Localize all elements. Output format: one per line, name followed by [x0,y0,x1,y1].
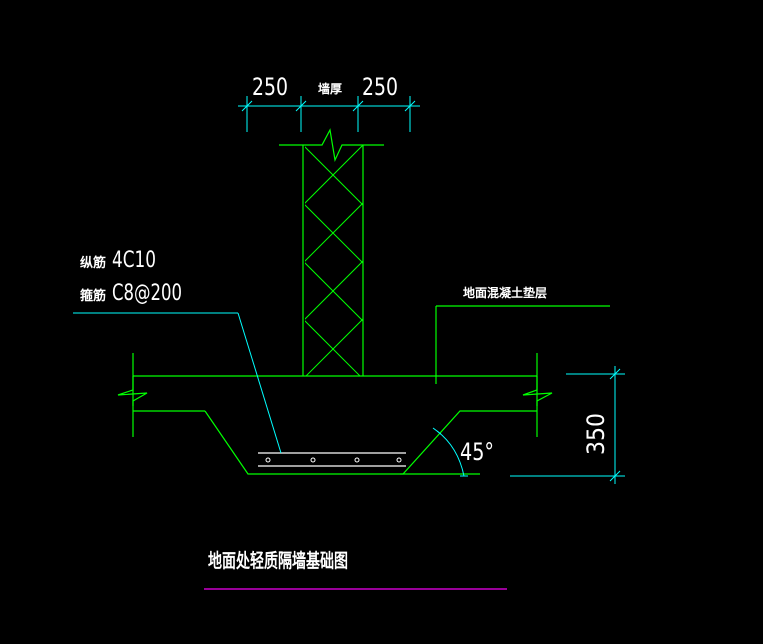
foundation-outline [117,305,610,475]
dim-tick [241,100,253,112]
height-tick [609,470,621,482]
angle-text: 45° [460,438,494,466]
stirrup-bar [258,452,406,467]
slab-layer-label: 地面混凝土垫层 [463,285,547,300]
height-dimension [510,366,625,484]
angle-dimension [432,427,468,477]
rebar-dot [354,457,360,463]
rebar-leader [73,312,282,454]
dim-text-wall-thickness: 墙厚 [318,81,342,96]
slab-left-break [117,376,148,406]
rebar-dot [265,457,271,463]
longitudinal-bar-value: 4C10 [112,248,156,273]
stirrup-label: 箍筋 [80,288,106,304]
drawing-title: 地面处轻质隔墙基础图 [208,549,348,572]
wall-hatch [305,145,363,376]
dim-tick [404,100,416,112]
longitudinal-bar-label: 纵筋 [80,255,106,271]
slab-right-break [522,376,553,406]
angle-tick [432,427,442,435]
rebar-dot [310,457,316,463]
rebar-dot [396,457,402,463]
height-text: 350 [582,413,610,455]
stirrup-value: C8@200 [112,281,182,306]
dim-text-left: 250 [252,73,288,101]
wall-break-line [279,128,384,163]
dim-text-right: 250 [362,73,398,101]
rebar-leader-diagonal [237,312,282,454]
height-tick [609,368,621,380]
dim-tick [295,100,307,112]
top-dimension-chain [238,96,420,132]
partition-wall [279,128,384,376]
dim-tick [352,100,364,112]
